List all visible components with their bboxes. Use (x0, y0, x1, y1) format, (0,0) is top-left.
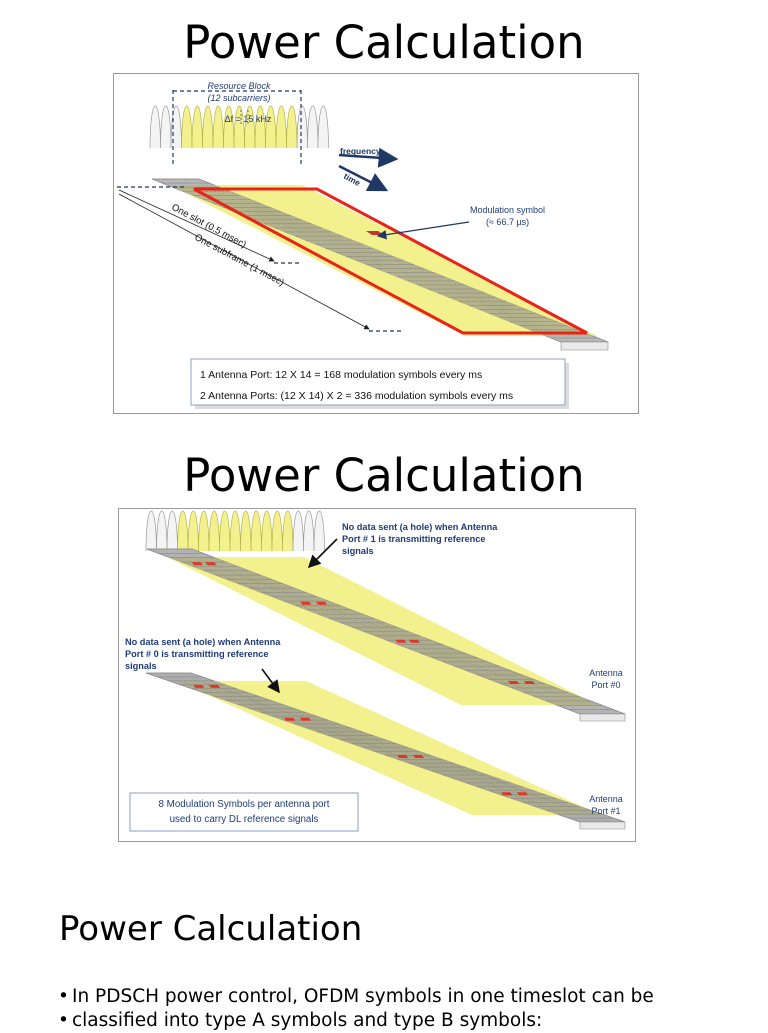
subcarrier-hump (160, 105, 172, 149)
subcarrier-hump (233, 105, 245, 149)
slide-2-title: Power Calculation (183, 449, 585, 502)
modulation-symbol-duration: (≈ 66.7 µs) (486, 217, 529, 227)
subcarrier-hump (177, 510, 189, 552)
subcarrier-hump (317, 105, 329, 149)
resource-block-outline (193, 187, 588, 335)
hole-port1-line1: No data sent (a hole) when Antenna (342, 522, 498, 532)
subcarrier-hump (254, 105, 266, 149)
subcarrier-hump (303, 510, 315, 552)
subcarrier-hump (156, 510, 168, 552)
reference-signal-symbol (299, 717, 312, 721)
dimension-lines (117, 90, 404, 332)
subcarrier-hump (202, 105, 214, 149)
bullet-line-2: classified into type A symbols and type … (58, 1009, 718, 1033)
note-line-2: 2 Antenna Ports: (12 X 14) X 2 = 336 mod… (200, 390, 513, 402)
subcarrier-hump (219, 510, 231, 552)
subcarrier-hump (265, 105, 277, 149)
bullet-line-1: In PDSCH power control, OFDM symbols in … (58, 985, 718, 1009)
hole-port0-line3: signals (125, 661, 157, 671)
subcarrier-hump (240, 510, 252, 552)
hole-port0-line1: No data sent (a hole) when Antenna (125, 637, 281, 647)
reference-signal-symbol (523, 681, 535, 684)
hole-port0-line2: Port # 0 is transmitting reference (125, 649, 268, 659)
subcarrier-hump (307, 105, 319, 149)
time-arrow (338, 164, 389, 192)
reference-signal-symbol (501, 792, 513, 796)
hole-port1-line2: Port # 1 is transmitting reference (342, 534, 485, 544)
subcarrier-hump (187, 510, 199, 552)
reference-signal-symbol (193, 684, 205, 688)
port0-label-line1: Antenna (589, 668, 623, 678)
subcarrier-hump (292, 510, 304, 552)
subcarrier-hump (244, 105, 256, 149)
subcarrier-hump (208, 510, 220, 552)
slide-1-title: Power Calculation (183, 16, 585, 69)
port1-label-line2: Port #1 (591, 806, 620, 816)
note-line-1: 1 Antenna Port: 12 X 14 = 168 modulation… (200, 369, 482, 381)
frequency-arrow (338, 147, 399, 168)
rs-note-line-2: used to carry DL reference signals (170, 814, 319, 825)
subcarrier-hump (166, 510, 178, 552)
subcarrier-hump (313, 510, 325, 552)
reference-signal-symbol (397, 754, 409, 758)
reference-signal-symbol (395, 639, 407, 643)
slide-3-title: Power Calculation (59, 909, 363, 949)
subcarrier-spectrum (145, 510, 325, 552)
slide-3-bullets: In PDSCH power control, OFDM symbols in … (58, 985, 718, 1033)
subcarrier-hump (282, 510, 294, 552)
subcarrier-hump (212, 105, 224, 149)
time-label: time (342, 171, 362, 188)
subcarrier-hump (275, 105, 287, 149)
resource-grid (151, 178, 609, 351)
subcarrier-hump (145, 510, 157, 552)
subcarrier-hump (181, 105, 193, 149)
modulation-symbol-label: Modulation symbol (470, 205, 545, 215)
reference-signal-symbol (205, 562, 217, 566)
subcarrier-hump (296, 105, 308, 149)
port1-label-line1: Antenna (589, 794, 623, 804)
reference-signal-symbol (191, 562, 203, 566)
antenna-port-0-grid (146, 548, 626, 722)
resource-block-diagram: Resource Block (12 subcarriers) Δf = 15 … (117, 81, 609, 409)
subcarrier-hump (229, 510, 241, 552)
subcarrier-hump (250, 510, 262, 552)
port0-label-line2: Port #0 (591, 680, 620, 690)
subcarrier-hump (170, 105, 182, 149)
reference-signal-note: 8 Modulation Symbols per antenna port us… (129, 792, 359, 832)
reference-signal-symbol (284, 717, 296, 721)
reference-signal-symbol (300, 601, 312, 605)
antenna-port-diagram: No data sent (a hole) when Antenna Port … (125, 510, 626, 832)
antenna-port-note: 1 Antenna Port: 12 X 14 = 168 modulation… (190, 358, 569, 409)
resource-block-figure: Resource Block (12 subcarriers) Δf = 15 … (113, 73, 639, 414)
subcarrier-hump (191, 105, 203, 149)
subcarrier-hump (149, 105, 161, 149)
reference-signal-symbol (508, 681, 520, 684)
subcarrier-hump (286, 105, 298, 149)
reference-signal-symbol (208, 684, 221, 688)
reference-signal-symbol (516, 792, 529, 796)
antenna-port-1-grid (145, 672, 626, 830)
reference-signal-symbol (316, 601, 328, 605)
subcarrier-hump (198, 510, 210, 552)
subcarrier-hump (223, 105, 235, 149)
reference-signal-symbol (408, 639, 420, 643)
resource-block-label: Resource Block (207, 81, 271, 91)
subcarriers-label: (12 subcarriers) (207, 93, 270, 103)
hole-port1-line3: signals (342, 546, 374, 556)
reference-signal-symbol (412, 754, 425, 758)
subcarrier-hump (271, 510, 283, 552)
subcarrier-spectrum (149, 105, 329, 149)
subcarrier-hump (261, 510, 273, 552)
rs-note-line-1: 8 Modulation Symbols per antenna port (158, 799, 329, 810)
delta-f-label: Δf = 15 kHz (225, 114, 272, 124)
reference-signal-figure: No data sent (a hole) when Antenna Port … (118, 508, 636, 842)
frequency-label: frequency (340, 146, 381, 156)
